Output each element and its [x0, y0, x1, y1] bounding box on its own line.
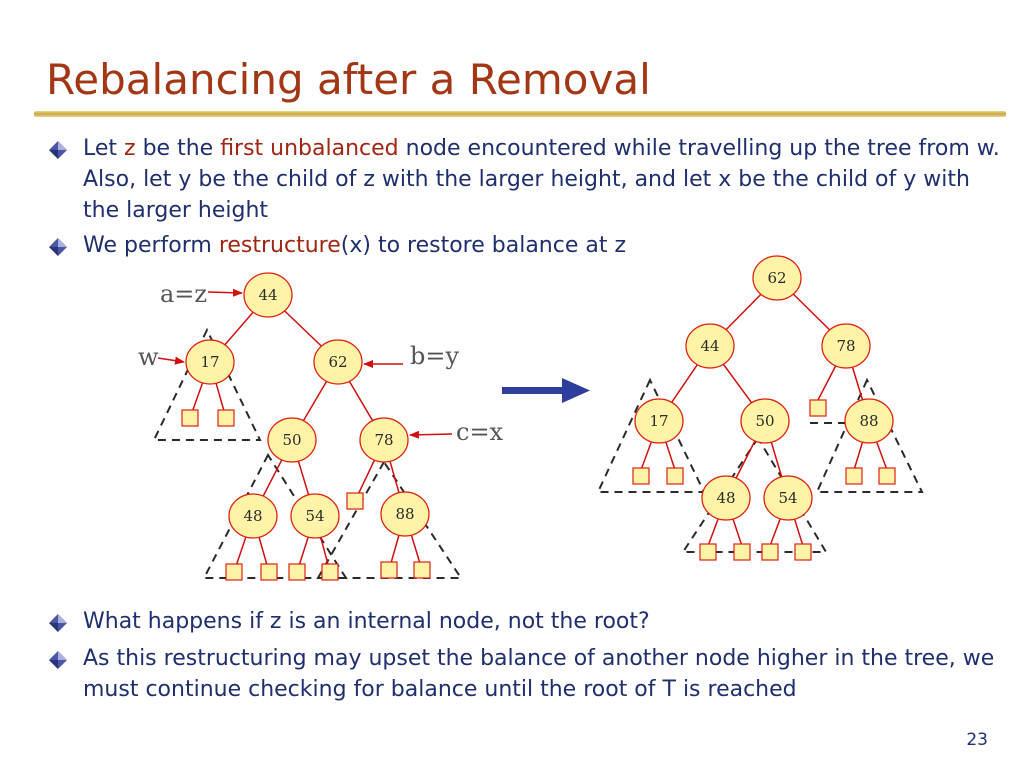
leaf-node	[217, 409, 235, 427]
tree-node: 78	[359, 417, 409, 463]
tree-node: 78	[821, 323, 871, 369]
callout-label-c-x: c=x	[456, 418, 504, 446]
diamond-bullet-icon	[49, 614, 67, 632]
title-underline	[34, 111, 1006, 117]
pointer-arrow-icon	[207, 288, 243, 297]
diamond-bullet-icon	[49, 238, 67, 256]
tree-node: 62	[313, 339, 363, 385]
tree-node: 50	[267, 417, 317, 463]
callout-label-a-z: a=z	[160, 280, 207, 308]
node-label: 62	[767, 269, 786, 287]
leaf-node	[181, 409, 199, 427]
pointer-arrow-icon	[409, 430, 453, 439]
tree-node: 88	[844, 398, 894, 444]
tree-node: 48	[228, 493, 278, 539]
diamond-bullet-icon	[49, 651, 67, 669]
node-label: 62	[328, 353, 347, 371]
tree-node: 54	[290, 493, 340, 539]
callout-label-w: w	[138, 343, 159, 371]
leaf-node	[260, 563, 278, 581]
bullet-text-segment: node encountered while travelling up the…	[83, 136, 1000, 223]
subtree-triangle	[152, 327, 262, 441]
node-label: 78	[836, 337, 855, 355]
node-label: 48	[716, 489, 735, 507]
leaf-node	[794, 543, 812, 561]
after-tree: 62 44 78 17 50 88 48 54	[596, 255, 924, 561]
tree-node: 17	[185, 339, 235, 385]
node-label: 54	[778, 489, 797, 507]
leaf-node	[225, 563, 243, 581]
leaf-node	[632, 467, 650, 485]
bullet-text-segment: We perform	[83, 233, 219, 258]
tree-node: 17	[634, 398, 684, 444]
bullet-text-segment: Let	[83, 136, 125, 161]
page-number: 23	[966, 730, 988, 750]
dashed-subtree-triangles	[596, 377, 924, 553]
leaf-node	[733, 543, 751, 561]
tree-node: 44	[243, 272, 293, 318]
leaf-node	[878, 467, 896, 485]
subtree-triangle	[596, 377, 706, 493]
right-arrow-icon	[502, 378, 590, 403]
slide-title: Rebalancing after a Removal	[46, 55, 651, 104]
leaf-node	[761, 543, 779, 561]
leaf-node	[321, 563, 339, 581]
tree-node: 62	[752, 255, 802, 301]
node-label: 48	[243, 507, 262, 525]
highlighted-term: restructure	[218, 233, 341, 258]
bullet-text-segment: (x) to restore balance at z	[340, 233, 627, 258]
node-label: 88	[859, 412, 878, 430]
bullet-2: We perform restructure(x) to restore bal…	[83, 230, 1008, 261]
bullet-1: Let z be the first unbalanced node encou…	[83, 133, 1008, 226]
leaf-node	[666, 467, 684, 485]
highlighted-term: first unbalanced	[220, 136, 399, 161]
diamond-bullet-icon	[49, 141, 67, 159]
node-label: 44	[258, 286, 277, 304]
node-label: 88	[395, 505, 414, 523]
node-label: 54	[305, 507, 324, 525]
bullet-text-segment: be the	[135, 136, 221, 161]
node-label: 50	[282, 431, 301, 449]
bullet-text-segment: What happens if z is an internal node, n…	[83, 609, 650, 634]
tree-node: 50	[740, 398, 790, 444]
node-label: 17	[200, 353, 219, 371]
node-label: 44	[700, 337, 719, 355]
tree-node: 44	[685, 323, 735, 369]
pointer-arrow-icon	[157, 356, 185, 365]
leaf-node	[380, 561, 398, 579]
tree-node: 54	[763, 475, 813, 521]
leaf-node	[809, 399, 827, 417]
node-label: 17	[649, 412, 668, 430]
leaf-node	[288, 563, 306, 581]
bullet-3: What happens if z is an internal node, n…	[83, 606, 1008, 637]
node-label: 78	[374, 431, 393, 449]
leaf-node	[845, 467, 863, 485]
leaf-node	[699, 543, 717, 561]
leaf-node	[413, 561, 431, 579]
callout-label-b-y: b=y	[410, 342, 459, 370]
leaf-node	[346, 492, 364, 510]
bullet-text-segment: As this restructuring may upset the bala…	[83, 646, 995, 702]
bullet-4: As this restructuring may upset the bala…	[83, 643, 1008, 705]
subtree-triangle	[815, 377, 924, 493]
highlighted-term: z	[124, 136, 136, 161]
tree-node: 88	[380, 491, 430, 537]
before-tree: 44 17 62 50 78 48 54 88 a=z w b=y c=x	[138, 272, 504, 581]
tree-node: 48	[701, 475, 751, 521]
node-label: 50	[755, 412, 774, 430]
